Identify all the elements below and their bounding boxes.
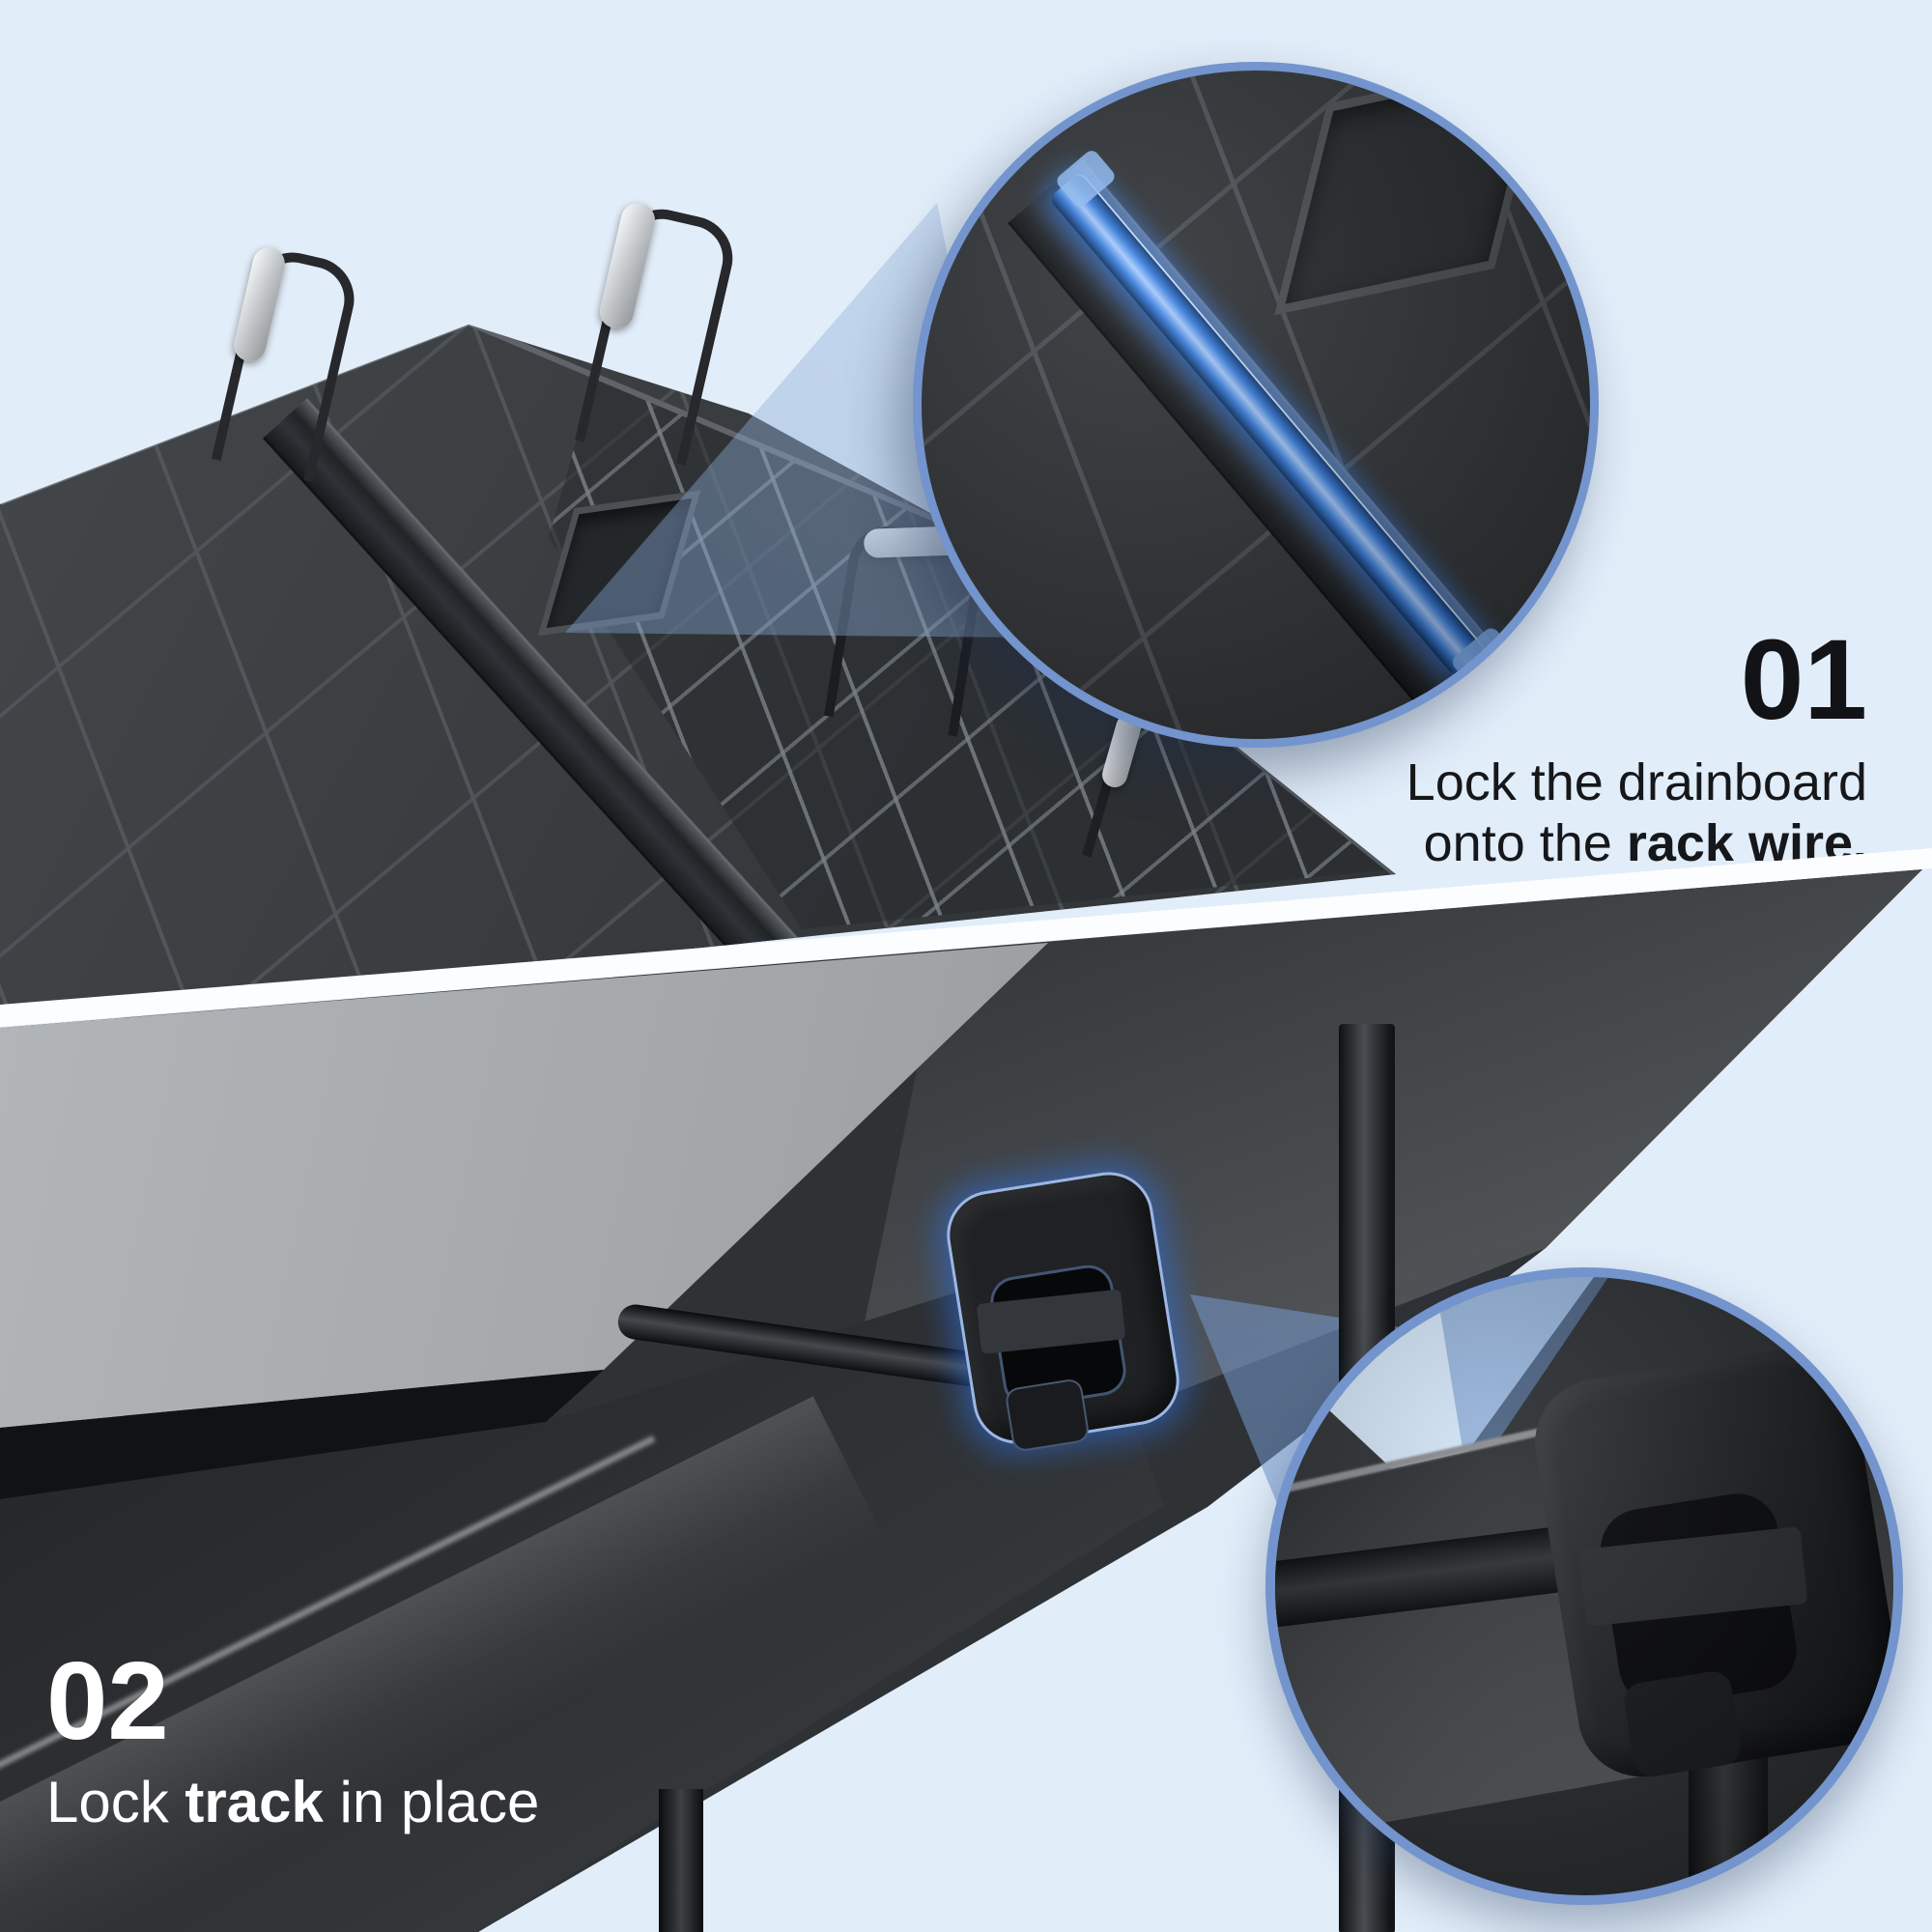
step-1-text-block: 01 Lock the drainboard onto the rack wir… [1406, 623, 1867, 874]
step-2-caption-suffix: in place [323, 1770, 540, 1834]
locking-clip [940, 1165, 1186, 1453]
rack-front-leg [659, 1789, 703, 1932]
magnifier-circle-icon [1265, 1267, 1903, 1905]
step-2-caption-bold: track [185, 1770, 324, 1834]
step-1-caption-line2: onto the [1423, 814, 1627, 873]
step-2-caption-prefix: Lock [46, 1770, 185, 1834]
lens-shading [1275, 1277, 1893, 1895]
magnifier-circle-icon [913, 62, 1599, 748]
step-1-caption: Lock the drainboard onto the rack wire. [1406, 753, 1867, 874]
lens-shading [922, 71, 1590, 739]
step-1-caption-line1: Lock the drainboard [1406, 753, 1867, 811]
locking-clip-hook [1004, 1378, 1091, 1453]
step-2-text-block: 02 Lock track in place [46, 1647, 539, 1835]
step-2-number: 02 [46, 1640, 169, 1763]
chrome-sleeve [596, 199, 659, 332]
step-2-caption: Lock track in place [46, 1769, 539, 1835]
step-1-number: 01 [1740, 616, 1867, 744]
chrome-sleeve [230, 243, 289, 365]
